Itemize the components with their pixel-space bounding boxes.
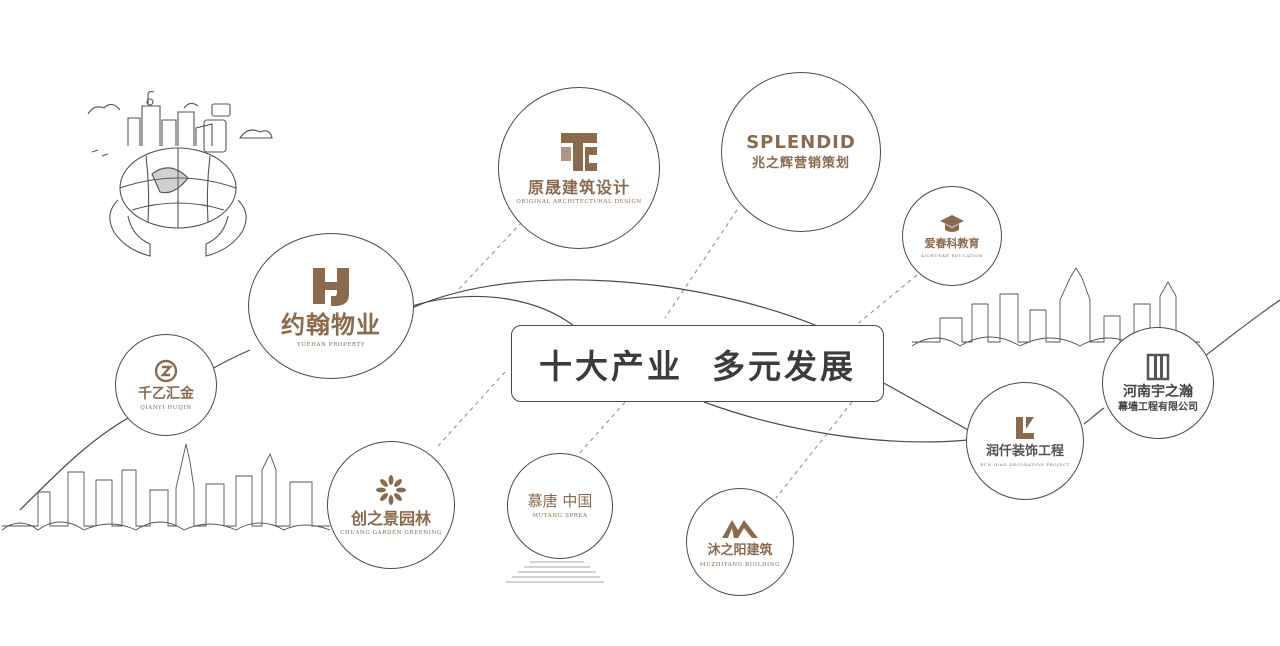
yuanjing-english-name: ORIGINAL ARCHITECTURAL DESIGN	[516, 199, 642, 206]
node-yuehan: 约翰物业 YUEHAN PROPERTY	[248, 233, 414, 379]
node-muzhiyang: 沐之阳建筑 MUZHIYANG BUILDING	[686, 488, 794, 596]
node-yuanjing: 原晟建筑设计 ORIGINAL ARCHITECTURAL DESIGN	[498, 87, 660, 249]
furrow-lines	[506, 561, 604, 583]
chuangzhijing-english-name: CHUANG GARDEN GREENING	[340, 530, 442, 537]
yuzhihan-company: 幕墙工程有限公司	[1118, 402, 1198, 414]
qianyi-name: 千乙汇金	[138, 385, 194, 402]
yuehan-logo-icon	[313, 268, 349, 307]
muzhiyang-name: 沐之阳建筑	[707, 543, 773, 559]
yuanjing-name: 原晟建筑设计	[527, 177, 630, 197]
muzhiyang-logo-icon	[722, 520, 758, 539]
mutang-name: 慕唐 中国	[527, 492, 593, 511]
runqian-name: 润仟装饰工程	[985, 443, 1064, 459]
node-qianyi: 千乙汇金 QIANYI HUIJIN	[115, 334, 217, 436]
qianyi-logo-icon	[154, 359, 178, 382]
muzhiyang-english-name: MUZHIYANG BUILDING	[699, 561, 781, 568]
node-mutang: 慕唐 中国 MUTANG SPREA	[507, 453, 613, 559]
splendid-name: 兆之辉营销策划	[751, 156, 850, 172]
runqian-logo-icon	[1016, 416, 1034, 439]
center-title: 十大产业 多元发展	[539, 346, 856, 386]
globe-hands-illustration	[87, 90, 273, 257]
node-runqian: 润仟装饰工程 RUN QIAN DECORATION PROJECT	[966, 382, 1084, 500]
city-skyline-left	[1, 443, 331, 531]
graduation-cap-icon	[940, 214, 964, 232]
aichunke-name: 爱春科教育	[924, 236, 980, 250]
yuehan-name: 约翰物业	[281, 311, 381, 340]
mutang-english-name: MUTANG SPREA	[532, 512, 588, 519]
node-yuzhihan: 河南宇之瀚 幕墙工程有限公司	[1102, 327, 1214, 439]
aichunke-english-name: AICHUNKE EDUCATION	[920, 253, 984, 259]
yuzhihan-logo-icon	[1146, 353, 1170, 381]
flower-icon	[376, 474, 406, 505]
node-splendid: SPLENDID 兆之辉营销策划	[721, 72, 881, 232]
node-chuangzhijing: 创之景园林 CHUANG GARDEN GREENING	[327, 441, 455, 569]
splendid-brand: SPLENDID	[746, 132, 856, 154]
node-aichunke: 爱春科教育 AICHUNKE EDUCATION	[902, 186, 1002, 286]
yuanjing-logo-icon	[561, 132, 597, 171]
runqian-english-name: RUN QIAN DECORATION PROJECT	[980, 462, 1070, 468]
chuangzhijing-name: 创之景园林	[350, 508, 431, 528]
center-title-box: 十大产业 多元发展	[511, 325, 884, 402]
qianyi-english-name: QIANYI HUIJIN	[140, 405, 192, 412]
yuzhihan-name: 河南宇之瀚	[1123, 383, 1193, 400]
yuehan-english-name: YUEHAN PROPERTY	[296, 341, 366, 348]
